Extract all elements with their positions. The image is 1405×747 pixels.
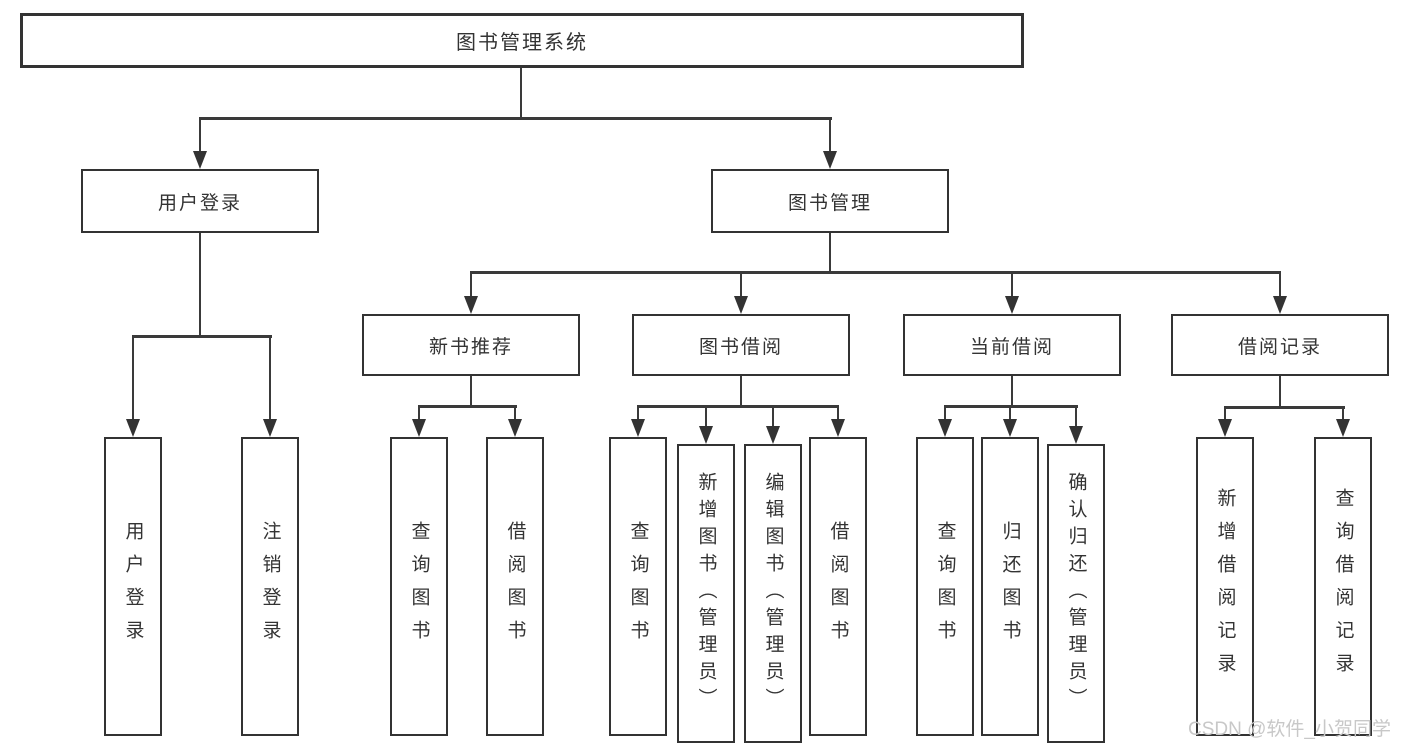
leaf-logout-label: 注销登录 <box>259 520 281 653</box>
arrowhead <box>938 419 952 437</box>
node-root-library-system: 图书管理系统 <box>20 13 1024 68</box>
arrowhead <box>823 151 837 169</box>
connector-borrow-shaft-1 <box>637 408 639 422</box>
leaf-borrow-edit-books-admin: 编辑图书（管理员） <box>744 444 802 743</box>
arrowhead <box>631 419 645 437</box>
arrowhead <box>1005 296 1019 314</box>
connector-recommend-trunk <box>470 376 472 405</box>
leaf-records-add-record-label: 新增借阅记录 <box>1214 487 1236 686</box>
connector-borrow-rail <box>637 405 839 408</box>
connector-recommend-shaft-1 <box>418 408 420 422</box>
arrowhead <box>1273 296 1287 314</box>
arrowhead <box>831 419 845 437</box>
leaf-recommend-query-books: 查询图书 <box>390 437 448 736</box>
connector-l3-shaft-3 <box>1011 274 1013 298</box>
connector-borrow-shaft-2 <box>705 408 707 428</box>
leaf-records-query-record-label: 查询借阅记录 <box>1332 487 1354 686</box>
node-new-book-recommend-label: 新书推荐 <box>428 336 513 358</box>
leaf-recommend-borrow-books-label: 借阅图书 <box>504 520 526 653</box>
arrowhead <box>1336 419 1350 437</box>
connector-l3-shaft-2 <box>740 274 742 298</box>
leaf-recommend-borrow-books: 借阅图书 <box>486 437 544 736</box>
node-root-label: 图书管理系统 <box>456 32 588 54</box>
leaf-borrow-query-books-label: 查询图书 <box>627 520 649 653</box>
leaf-records-query-record: 查询借阅记录 <box>1314 437 1372 736</box>
connector-l2-shaft-right <box>829 120 831 153</box>
connector-l3-rail <box>470 271 1281 274</box>
connector-l2-shaft-left <box>199 120 201 153</box>
connector-records-shaft-2 <box>1342 409 1344 421</box>
connector-current-shaft-1 <box>944 408 946 422</box>
arrowhead <box>766 426 780 444</box>
leaf-borrow-edit-books-admin-label: 编辑图书（管理员） <box>762 472 784 715</box>
arrowhead <box>1069 426 1083 444</box>
node-book-borrow-label: 图书借阅 <box>698 336 783 358</box>
connector-l3-shaft-1 <box>470 274 472 298</box>
connector-records-trunk <box>1279 376 1281 406</box>
connector-borrow-trunk <box>740 376 742 405</box>
connector-current-shaft-3 <box>1075 408 1077 428</box>
leaf-records-add-record: 新增借阅记录 <box>1196 437 1254 736</box>
node-user-login-label: 用户登录 <box>157 192 242 214</box>
connector-borrow-shaft-3 <box>772 408 774 428</box>
leaf-current-confirm-return-admin-label: 确认归还（管理员） <box>1065 472 1087 715</box>
node-book-management: 图书管理 <box>711 169 949 233</box>
arrowhead <box>1003 419 1017 437</box>
leaf-current-query-books: 查询图书 <box>916 437 974 736</box>
leaf-current-return-books-label: 归还图书 <box>999 520 1021 653</box>
connector-user-shaft-2 <box>269 338 271 421</box>
leaf-current-return-books: 归还图书 <box>981 437 1039 736</box>
node-current-borrow: 当前借阅 <box>903 314 1121 376</box>
arrowhead <box>263 419 277 437</box>
leaf-current-confirm-return-admin: 确认归还（管理员） <box>1047 444 1105 743</box>
leaf-borrow-add-books-admin-label: 新增图书（管理员） <box>695 472 717 715</box>
node-new-book-recommend: 新书推荐 <box>362 314 580 376</box>
node-current-borrow-label: 当前借阅 <box>969 336 1054 358</box>
connector-recommend-shaft-2 <box>514 408 516 422</box>
watermark: CSDN @软件_小贺同学 <box>1188 719 1391 740</box>
leaf-borrow-borrow-books-label: 借阅图书 <box>827 520 849 653</box>
arrowhead <box>126 419 140 437</box>
node-user-login: 用户登录 <box>81 169 319 233</box>
connector-records-shaft-1 <box>1224 409 1226 421</box>
node-book-management-label: 图书管理 <box>787 192 872 214</box>
connector-l2-rail <box>199 117 832 120</box>
connector-records-rail <box>1224 406 1345 409</box>
node-borrow-records: 借阅记录 <box>1171 314 1389 376</box>
connector-user-shaft-1 <box>132 338 134 421</box>
connector-user-rail <box>132 335 272 338</box>
node-book-borrow: 图书借阅 <box>632 314 850 376</box>
connector-l3-shaft-4 <box>1279 274 1281 298</box>
arrowhead <box>193 151 207 169</box>
connector-current-trunk <box>1011 376 1013 405</box>
connector-user-trunk <box>199 233 201 335</box>
leaf-recommend-query-books-label: 查询图书 <box>408 520 430 653</box>
leaf-borrow-query-books: 查询图书 <box>609 437 667 736</box>
connector-current-shaft-2 <box>1009 408 1011 422</box>
connector-mgmt-trunk <box>829 233 831 271</box>
arrowhead <box>734 296 748 314</box>
arrowhead <box>412 419 426 437</box>
node-borrow-records-label: 借阅记录 <box>1237 336 1322 358</box>
leaf-user-login: 用户登录 <box>104 437 162 736</box>
connector-borrow-shaft-4 <box>837 408 839 422</box>
arrowhead <box>464 296 478 314</box>
leaf-borrow-borrow-books: 借阅图书 <box>809 437 867 736</box>
connector-recommend-rail <box>418 405 517 408</box>
leaf-logout: 注销登录 <box>241 437 299 736</box>
connector-current-rail <box>944 405 1078 408</box>
arrowhead <box>699 426 713 444</box>
leaf-current-query-books-label: 查询图书 <box>934 520 956 653</box>
leaf-borrow-add-books-admin: 新增图书（管理员） <box>677 444 735 743</box>
leaf-user-login-label: 用户登录 <box>122 520 144 653</box>
arrowhead <box>1218 419 1232 437</box>
connector-root-trunk <box>520 68 522 117</box>
arrowhead <box>508 419 522 437</box>
